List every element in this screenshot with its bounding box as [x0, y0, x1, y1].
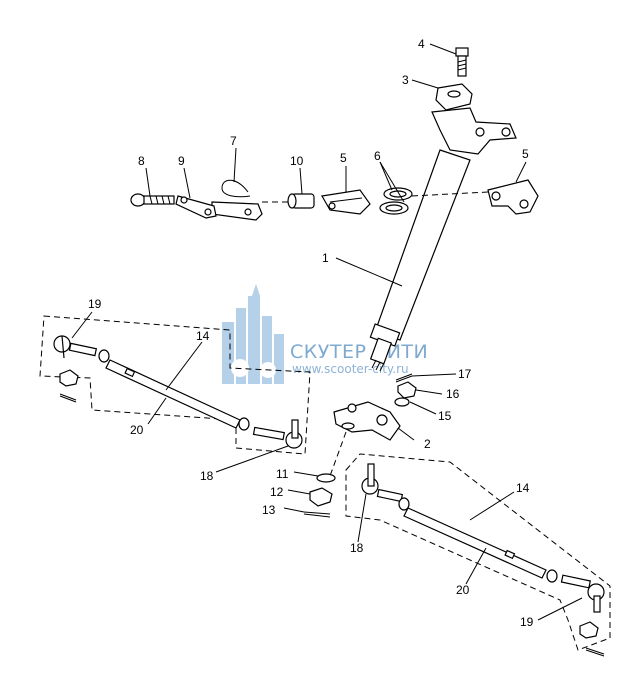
label-5-right: 5: [522, 147, 529, 161]
nut-16: [397, 381, 417, 399]
label-7: 7: [230, 134, 237, 148]
washer-15: [394, 397, 410, 407]
left-tie-rod-assembly: [39, 315, 311, 455]
label-5-left: 5: [340, 151, 347, 165]
collar: [287, 193, 315, 209]
label-13: 13: [262, 503, 276, 517]
alignment-lines: [262, 191, 489, 477]
washer-nut-cotter-upper: [394, 373, 417, 407]
lock-plate: [175, 195, 217, 219]
steering-shaft: [369, 149, 471, 372]
label-15: 15: [438, 409, 452, 423]
watermark-url: www.scooter-city.ru: [292, 362, 409, 376]
label-9: 9: [178, 154, 185, 168]
washer-11: [316, 473, 336, 483]
label-19-left: 19: [88, 297, 102, 311]
bushing-half-right: [487, 179, 539, 215]
label-11: 11: [276, 467, 289, 481]
label-16: 16: [446, 387, 460, 401]
label-20-left: 20: [130, 423, 144, 437]
long-bolt: [130, 193, 175, 207]
holder-bolt: [455, 47, 469, 77]
part-number-labels: 4 3 7 8 9 10 5 6 5 1 19 14 20 18 17 16 1…: [88, 37, 534, 629]
label-6: 6: [374, 149, 381, 163]
watermark: СКУТЕР СИТИ www.scooter-city.ru: [222, 284, 428, 384]
shaft-holder: [435, 83, 473, 111]
upper-shaft-bracket: [431, 107, 517, 155]
bushing-half-left: [321, 189, 371, 215]
label-2: 2: [424, 437, 431, 451]
label-8: 8: [138, 154, 145, 168]
label-1: 1: [322, 251, 329, 265]
label-18-left: 18: [200, 469, 214, 483]
watermark-city-logo: [222, 284, 284, 384]
nut-12: [309, 487, 333, 507]
watermark-title: СКУТЕР СИТИ: [290, 341, 428, 363]
label-14-left: 14: [196, 329, 210, 343]
leader-lines: [71, 43, 583, 621]
label-3: 3: [402, 73, 409, 87]
cotter-pin-17: [395, 373, 413, 381]
label-4: 4: [418, 37, 425, 51]
label-18-right: 18: [350, 541, 364, 555]
retaining-clip: [211, 179, 263, 221]
pitman-arm: [333, 401, 401, 441]
label-12: 12: [270, 485, 284, 499]
label-14-right: 14: [516, 481, 530, 495]
label-19-right: 19: [520, 615, 534, 629]
label-10: 10: [290, 154, 304, 168]
cotter-pin-13: [303, 511, 331, 515]
washer-nut-cotter-lower: [303, 473, 336, 518]
right-tie-rod-assembly: [345, 453, 611, 657]
label-17: 17: [458, 367, 472, 381]
oil-seals: [379, 187, 413, 215]
label-20-right: 20: [456, 583, 470, 597]
